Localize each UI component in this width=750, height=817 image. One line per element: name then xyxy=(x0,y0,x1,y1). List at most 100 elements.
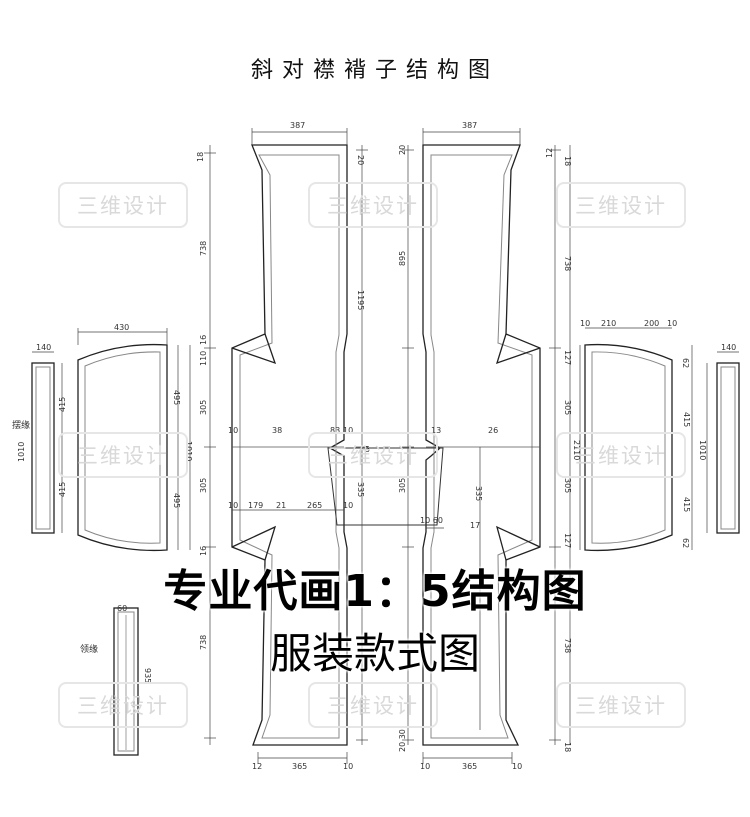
left-hem-band xyxy=(31,362,55,534)
dim-26: 26 xyxy=(488,426,498,435)
dim-18a: 18 xyxy=(196,152,205,162)
front-overlap-panel xyxy=(327,447,444,526)
dim-17: 17 xyxy=(470,521,480,530)
left-body-inner xyxy=(239,154,340,739)
diagram-title: 斜对襟褙子结构图 xyxy=(250,58,499,83)
dim-415c: 415 xyxy=(682,412,691,427)
watermark: 三维设计 xyxy=(58,682,188,728)
dim-335a: 335 xyxy=(356,482,365,497)
dim-83: 83 xyxy=(330,426,340,435)
watermark: 三维设计 xyxy=(308,682,438,728)
dim-10c: 10 xyxy=(228,501,238,510)
right-sleeve-gusset-upper xyxy=(495,333,541,365)
dim-1060: 10 60 xyxy=(420,516,443,525)
dim-21: 21 xyxy=(276,501,286,510)
dim-415d: 415 xyxy=(682,497,691,512)
right-hem-band-inner xyxy=(720,366,736,530)
dim-16a: 16 xyxy=(199,335,208,345)
left-sleeve-gusset-lower xyxy=(231,525,277,561)
watermark: 三维设计 xyxy=(58,182,188,228)
dim-10b: 10 xyxy=(343,426,353,435)
left-body-piece xyxy=(231,144,348,746)
dim-20a: 20 xyxy=(356,155,365,165)
dim-140b: 140 xyxy=(721,343,736,352)
dim-738-bottom-right: 738 xyxy=(563,638,572,653)
watermark: 三维设计 xyxy=(308,182,438,228)
dim-265: 265 xyxy=(307,501,322,510)
dim-305d: 305 xyxy=(563,400,572,415)
dim-18c: 18 xyxy=(563,742,572,752)
watermark: 三维设计 xyxy=(556,432,686,478)
dim-495a: 495 xyxy=(172,390,181,405)
left-sleeve-gusset-upper xyxy=(231,333,277,365)
label-hem-edge: 摆缘 xyxy=(12,419,30,431)
dim-305c: 305 xyxy=(398,478,407,493)
dim-365a: 365 xyxy=(292,762,307,771)
dim-13: 13 xyxy=(431,426,441,435)
dim-738-bottom-left: 738 xyxy=(199,635,208,650)
dim-left-top-width: 387 xyxy=(290,121,305,130)
dim-2110: 2110 xyxy=(572,440,581,460)
watermark: 三维设计 xyxy=(308,432,438,478)
dim-right-top-width: 387 xyxy=(462,121,477,130)
right-sleeve-gusset-lower xyxy=(496,525,541,561)
dim-10f: 10 xyxy=(420,762,430,771)
right-sleeve-piece-inner xyxy=(591,351,666,544)
left-sleeve-piece xyxy=(77,343,168,552)
dim-110: 110 xyxy=(199,351,208,366)
dim-738-top-right: 738 xyxy=(563,256,572,271)
dim-415a: 415 xyxy=(58,397,67,412)
right-body-inner xyxy=(430,154,533,739)
left-hem-band-inner xyxy=(35,366,51,530)
dim-10a: 10 xyxy=(228,426,238,435)
dim-430: 430 xyxy=(114,323,129,332)
dim-335b: 335 xyxy=(474,486,483,501)
dim-12b: 12 xyxy=(252,762,262,771)
dim-10g: 10 xyxy=(512,762,522,771)
dim-10u: 10 xyxy=(667,319,677,328)
dim-305a: 305 xyxy=(199,400,208,415)
dim-210: 210 xyxy=(601,319,616,328)
dim-60: 60 xyxy=(117,604,127,613)
dim-1010a: 1010 xyxy=(17,442,26,462)
label-collar-edge: 领缘 xyxy=(80,643,98,655)
left-sleeve-piece-inner xyxy=(84,351,161,544)
dim-1010c: 1010 xyxy=(698,440,707,460)
dim-365b: 365 xyxy=(462,762,477,771)
promo-line-1: 专业代画1：5结构图 xyxy=(163,566,587,617)
collar-band xyxy=(113,607,139,756)
dim-62b: 62 xyxy=(681,538,690,548)
dim-38: 38 xyxy=(272,426,282,435)
dim-305b: 305 xyxy=(199,478,208,493)
dim-16b: 16 xyxy=(199,546,208,556)
dim-10t: 10 xyxy=(580,319,590,328)
dim-18b: 18 xyxy=(563,156,572,166)
watermark: 三维设计 xyxy=(556,682,686,728)
dim-1195: 1195 xyxy=(356,290,365,310)
dim-935: 935 xyxy=(143,668,152,683)
dim-12a: 12 xyxy=(545,148,554,158)
dim-415b: 415 xyxy=(58,482,67,497)
right-sleeve-piece xyxy=(584,343,673,552)
dim-140a: 140 xyxy=(36,343,51,352)
dim-2030: 20 30 xyxy=(398,729,407,752)
watermark: 三维设计 xyxy=(556,182,686,228)
watermark: 三维设计 xyxy=(58,432,188,478)
dim-127a: 127 xyxy=(563,350,572,365)
collar-band-inner xyxy=(117,611,135,752)
promo-line-2: 服装款式图 xyxy=(269,629,480,678)
dim-10e: 10 xyxy=(343,762,353,771)
dim-62a: 62 xyxy=(681,358,690,368)
dim-5: 5 xyxy=(365,445,370,454)
dim-127b: 127 xyxy=(563,533,572,548)
dim-1010b: 1010 xyxy=(184,441,193,461)
dim-738-top-left: 738 xyxy=(199,241,208,256)
dim-10d: 10 xyxy=(343,501,353,510)
dim-495b: 495 xyxy=(172,493,181,508)
dim-20b: 20 xyxy=(398,145,407,155)
dim-200: 200 xyxy=(644,319,659,328)
dim-305e: 305 xyxy=(563,478,572,493)
dim-895: 895 xyxy=(398,251,407,266)
